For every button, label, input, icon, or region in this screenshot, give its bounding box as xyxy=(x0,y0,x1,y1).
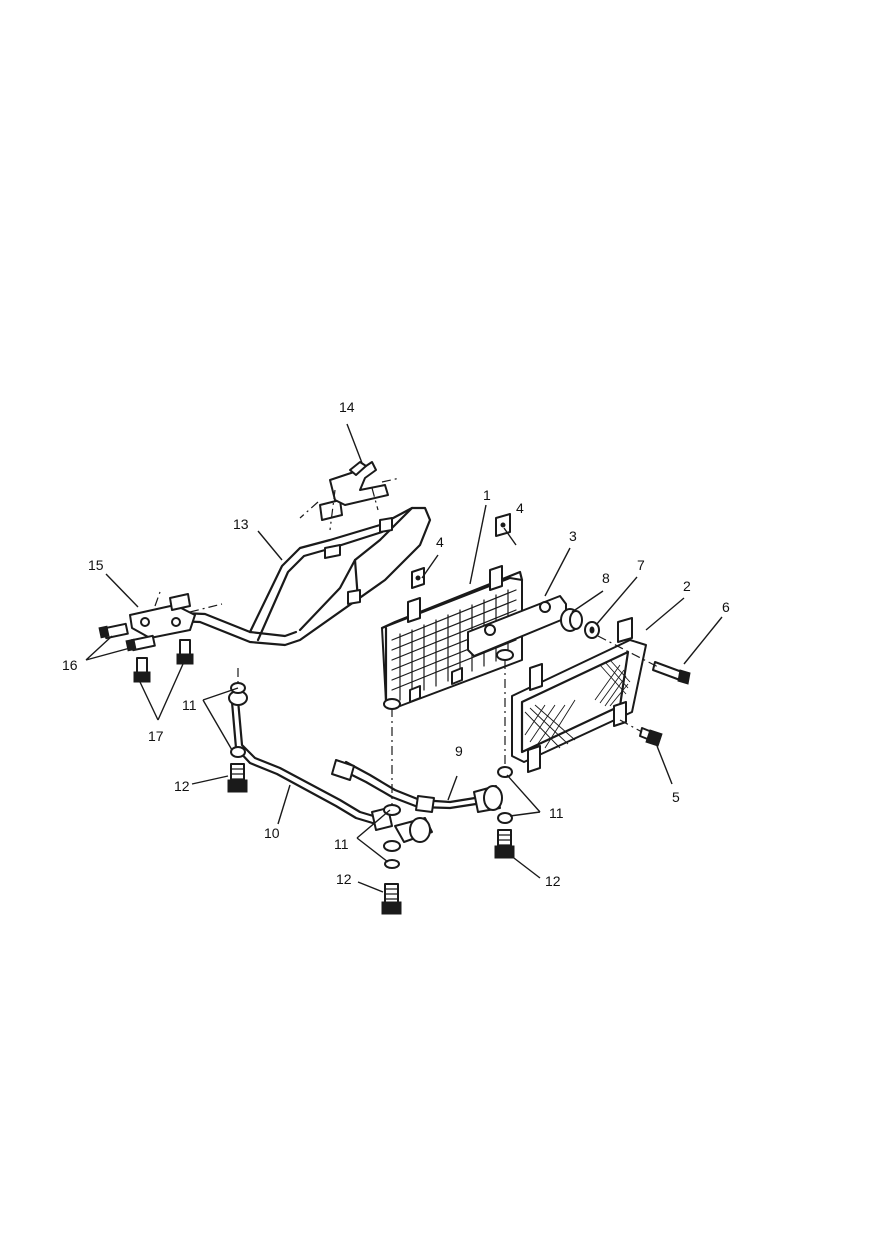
washer xyxy=(584,621,600,639)
front-bracket xyxy=(129,591,223,639)
callout-12-left: 12 xyxy=(174,778,190,794)
bolt-17-right xyxy=(176,639,194,665)
bolt-16-upper xyxy=(98,622,129,640)
alignment-centerlines xyxy=(237,635,661,810)
banjo-bolt-12-center xyxy=(381,883,402,915)
oil-cooler xyxy=(380,565,524,710)
callout-7: 7 xyxy=(637,557,645,573)
callout-10: 10 xyxy=(264,825,280,841)
callout-12-right: 12 xyxy=(545,873,561,889)
callout-4-upper: 4 xyxy=(516,500,524,516)
banjo-washer-11-center xyxy=(383,804,401,869)
cooler-guard xyxy=(511,617,647,773)
callout-11-left: 11 xyxy=(182,697,197,713)
bolt-16-lower xyxy=(125,634,156,652)
callout-14: 14 xyxy=(339,399,355,415)
guard-mesh xyxy=(524,659,631,749)
upper-bracket xyxy=(299,461,401,531)
oil-pipe-9 xyxy=(331,759,503,813)
mounting-frame xyxy=(148,499,432,647)
callout-2: 2 xyxy=(683,578,691,594)
grommet xyxy=(560,608,583,632)
callout-11-right: 11 xyxy=(549,805,564,821)
plate-4-lower xyxy=(411,567,425,589)
banjo-bolt-12-left xyxy=(227,763,248,793)
callout-5: 5 xyxy=(672,789,680,805)
callout-15: 15 xyxy=(88,557,104,573)
callout-11-center: 11 xyxy=(334,836,349,852)
callout-9: 9 xyxy=(455,743,463,759)
callout-3: 3 xyxy=(569,528,577,544)
callout-4-lower: 4 xyxy=(436,534,444,550)
callout-12-center: 12 xyxy=(336,871,352,887)
callout-13: 13 xyxy=(233,516,249,532)
bolt-6 xyxy=(652,661,691,685)
callout-6: 6 xyxy=(722,599,730,615)
callout-17: 17 xyxy=(148,728,164,744)
oil-pipe-10 xyxy=(228,690,433,843)
bolt-17-left xyxy=(133,657,151,683)
callout-8: 8 xyxy=(602,570,610,586)
banjo-washer-11-right xyxy=(497,766,513,824)
callout-1: 1 xyxy=(483,487,491,503)
callout-16: 16 xyxy=(62,657,78,673)
leader-lines xyxy=(85,423,723,893)
bolt-5 xyxy=(639,727,663,747)
banjo-bolt-12-right xyxy=(494,829,515,859)
